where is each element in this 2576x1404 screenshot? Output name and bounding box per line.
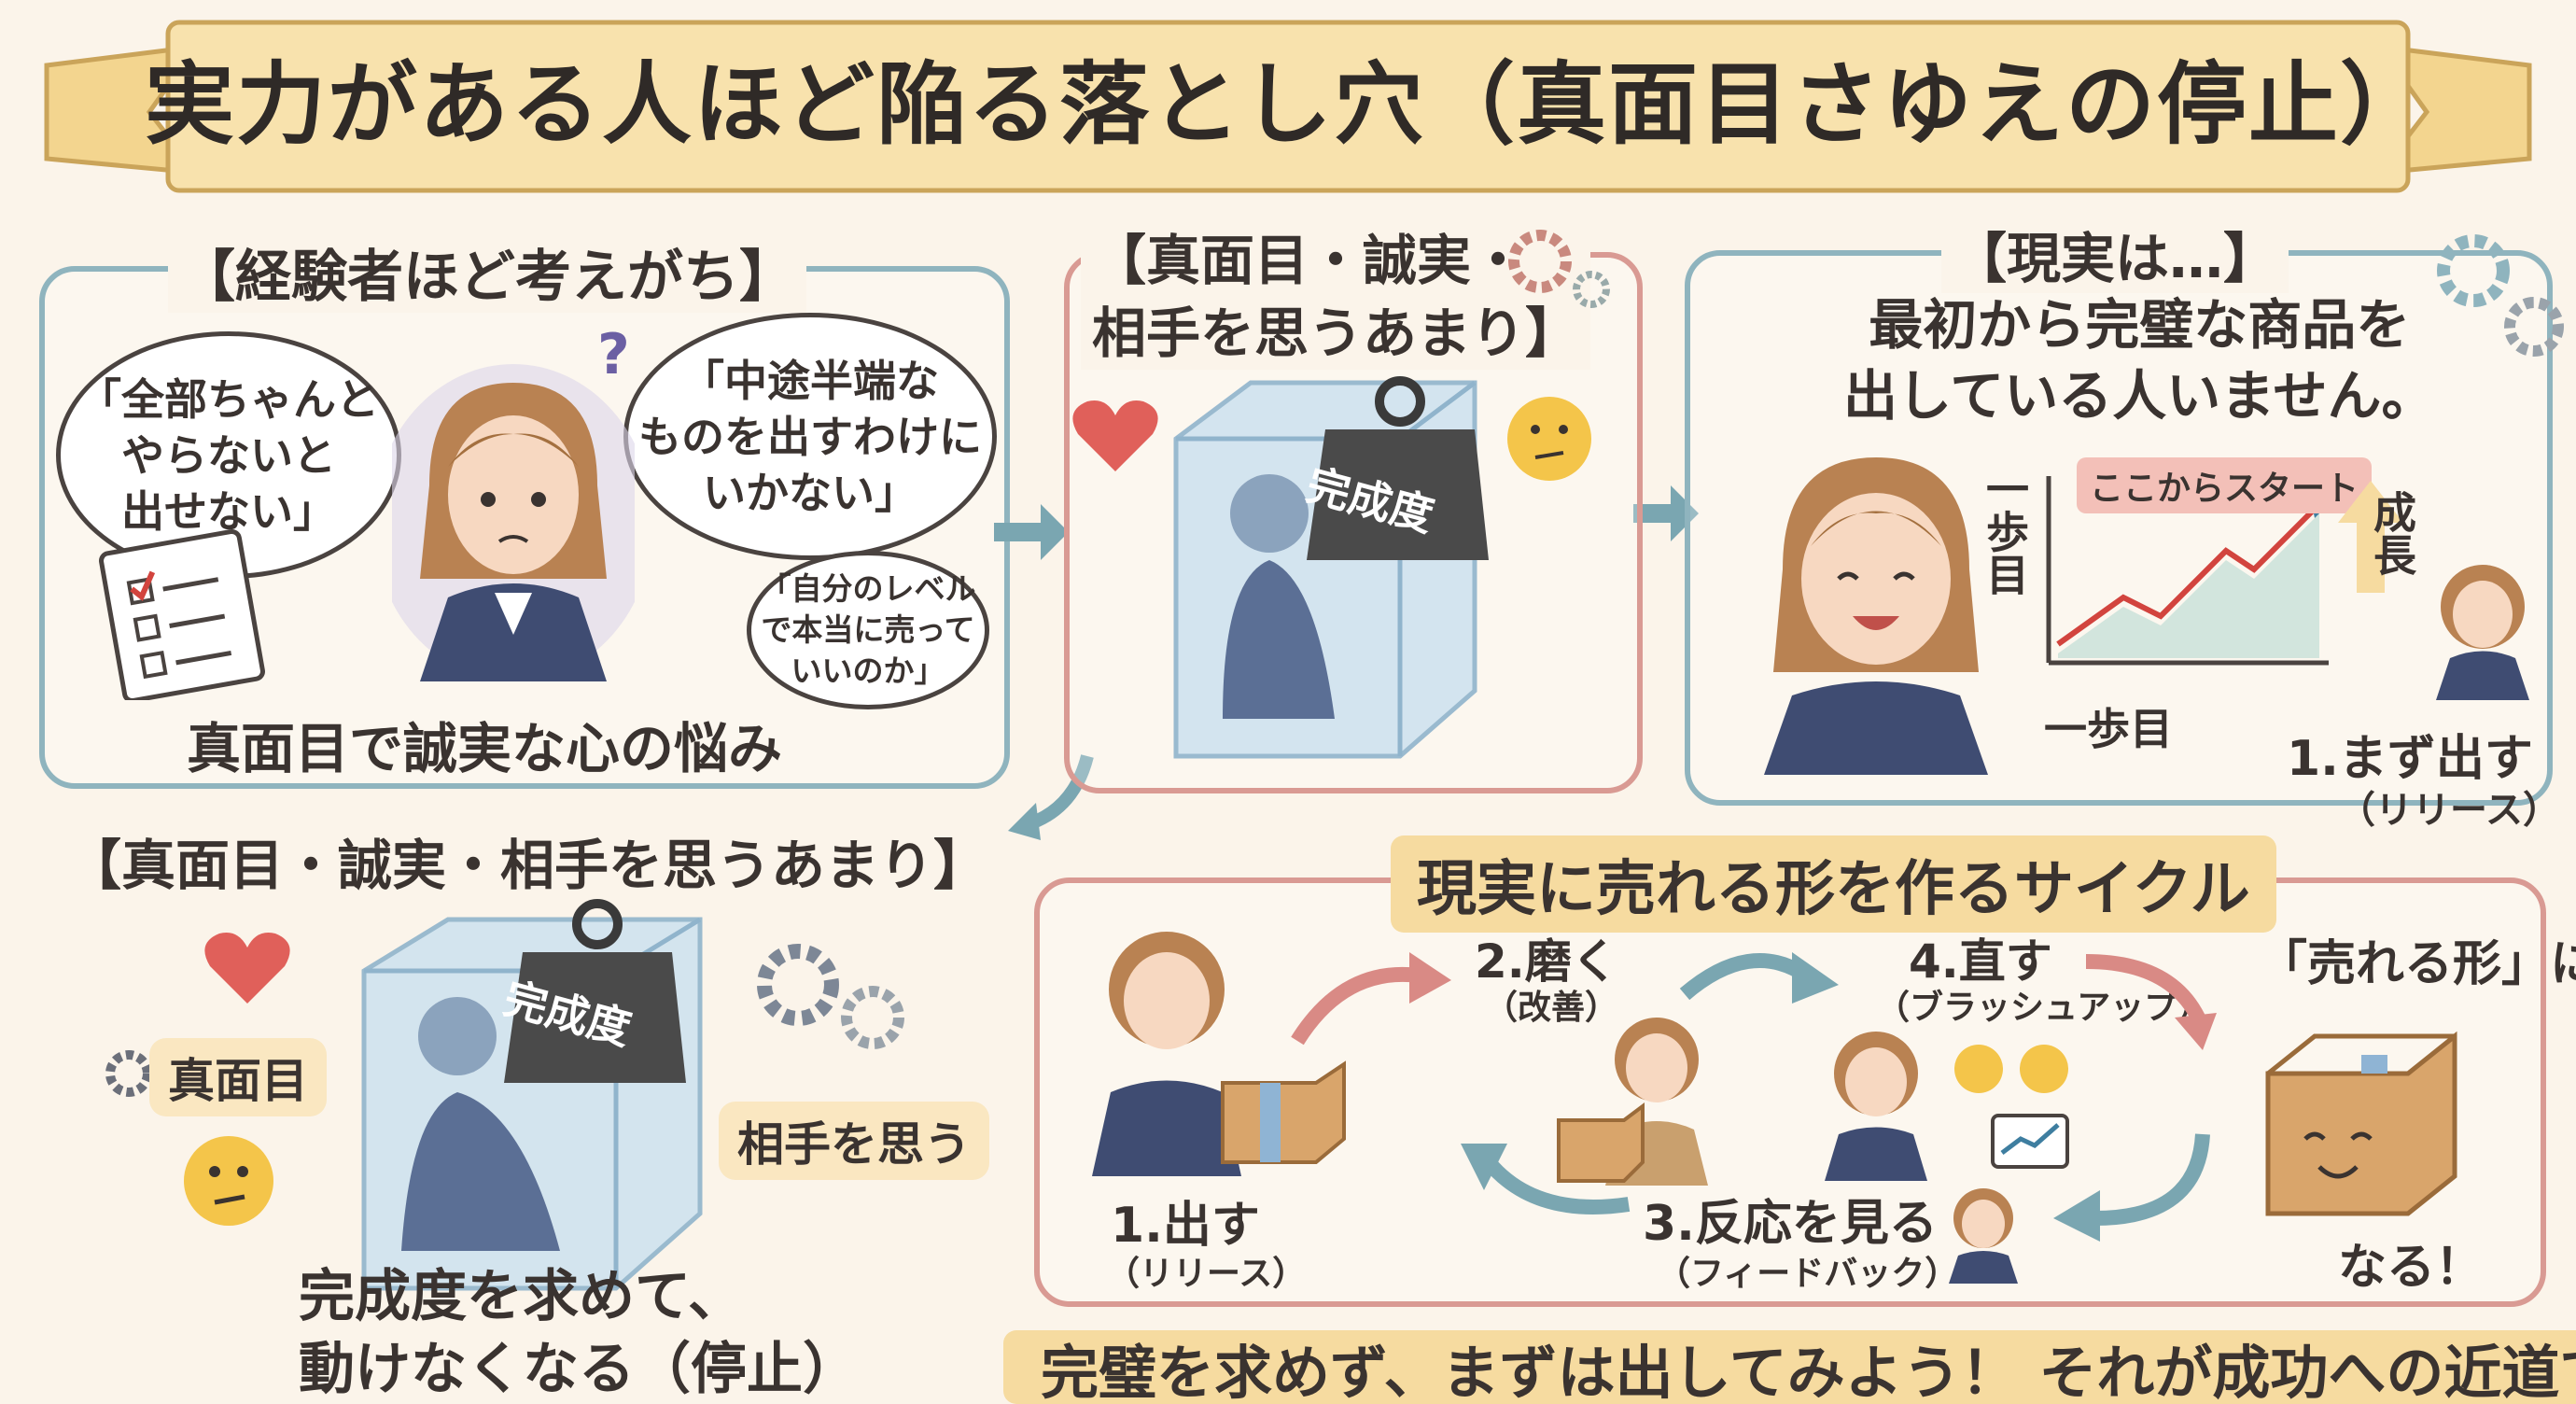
release-first-sub: （リリース） (2338, 789, 2560, 832)
checklist-icon (99, 528, 265, 700)
cycle-step4-sub: （ブラッシュアップ） (1876, 989, 2212, 1027)
arrow-up-icon (2338, 481, 2403, 593)
gear-icon (757, 944, 904, 1049)
tag-serious: 真面目 (149, 1038, 327, 1116)
woman-polish-illustration (1557, 1018, 1708, 1186)
panel5-heading: 現実に売れる形を作るサイクル (1391, 835, 2276, 933)
cycle-step1-label: 1.出す (1111, 1198, 1260, 1254)
arrow-curve-icon (2053, 1133, 2210, 1242)
cycle-step2-sub: （改善） (1484, 989, 1619, 1027)
smile-faces-icon (1954, 1045, 2069, 1169)
arrow-right-icon (1633, 485, 1699, 541)
step-label-vertical: 一歩目 (1980, 467, 2030, 596)
arrow-curve-icon (1679, 952, 1839, 1004)
growth-chart-illustration (2046, 476, 2329, 666)
footer-banner: 完璧を求めず、まずは出してみよう！ それが成功への近道です (1003, 1330, 2576, 1404)
page-title: 実力がある人ほど陥る落とし穴（真面目さゆえの停止） (145, 51, 2431, 157)
growth-label: 成長 (2367, 490, 2417, 576)
cycle-step2-label: 2.磨く (1475, 934, 1618, 989)
arrow-curve-icon (1461, 1144, 1631, 1214)
woman-feedback-illustration (1825, 1032, 1927, 1181)
arrow-curve-icon (2085, 954, 2217, 1050)
title-banner (44, 20, 2532, 193)
thought-bubble-my-level: 「自分のレベル で本当に売って いいのか」 (747, 551, 989, 709)
panel4-caption: 完成度を求めて、 動けなくなる（停止） (299, 1264, 859, 1402)
first-step-label: 一歩目 (2044, 704, 2173, 754)
woman-small-illustration (1949, 1188, 2018, 1284)
start-here-tag: ここからスタート (2077, 457, 2373, 513)
panel3-heading: 【現実は…】 (1941, 215, 2289, 293)
question-mark-icon: ? (597, 322, 630, 387)
gear-icon (2437, 234, 2564, 357)
release-first-label: 1.まず出す (2287, 731, 2533, 787)
thought-bubble-do-everything: 「全部ちゃんと やらないと 出せない」 (56, 331, 401, 579)
result-top-label: 「売れる形」に (2259, 936, 2576, 992)
worried-woman-illustration (392, 364, 635, 681)
gear-icon (105, 1050, 152, 1097)
arrow-curve-icon (1291, 952, 1451, 1046)
tag-thinking-of-others: 相手を思う (719, 1102, 989, 1180)
smiling-box-icon (2265, 1031, 2457, 1216)
heart-icon (204, 933, 290, 1004)
gear-icon (1508, 230, 1610, 308)
panel4-heading: 【真面目・誠実・相手を思うあまり】 (67, 834, 988, 897)
woman-release-illustration (1092, 932, 1241, 1176)
thought-bubble-half-baked: 「中途半端な ものを出すわけに いかない」 (623, 313, 997, 560)
weight-icon (1307, 376, 1489, 560)
panel3-statement: 最初から完璧な商品を 出している人いません。 (1843, 293, 2436, 428)
thinking-face-icon (184, 1136, 273, 1226)
panel1-caption: 真面目で誠実な心の悩み (187, 717, 783, 780)
bubble3-text: 「自分のレベル で本当に売って いいのか」 (760, 570, 976, 689)
bubble1-text: 「全部ちゃんと やらないと 出せない」 (78, 373, 379, 537)
cycle-step4-label: 4.直す (1909, 934, 2052, 989)
woman-with-box-illustration (2436, 565, 2529, 700)
bubble2-text: 「中途半端な ものを出すわけに いかない」 (638, 355, 982, 518)
heart-icon (1072, 400, 1158, 471)
cycle-step3-label: 3.反応を見る (1643, 1196, 1938, 1252)
thinking-face-icon (1507, 397, 1591, 481)
panel1-heading: 【経験者ほど考えがち】 (168, 232, 806, 313)
footer-text: 完璧を求めず、まずは出してみよう！ それが成功への近道です (1041, 1338, 2576, 1404)
smiling-woman-illustration (1764, 457, 1988, 775)
cycle-step1-sub: （リリース） (1106, 1255, 1307, 1293)
panel2-heading: 【真面目・誠実・ 相手を思うあまり】 (1081, 224, 1591, 370)
weight-icon (504, 899, 686, 1083)
cycle-step3-sub: （フィードバック） (1657, 1255, 1959, 1293)
result-bottom-label: なる！ (2338, 1240, 2485, 1296)
arrow-right-icon (994, 504, 1069, 560)
box-icon (1221, 1060, 1346, 1164)
